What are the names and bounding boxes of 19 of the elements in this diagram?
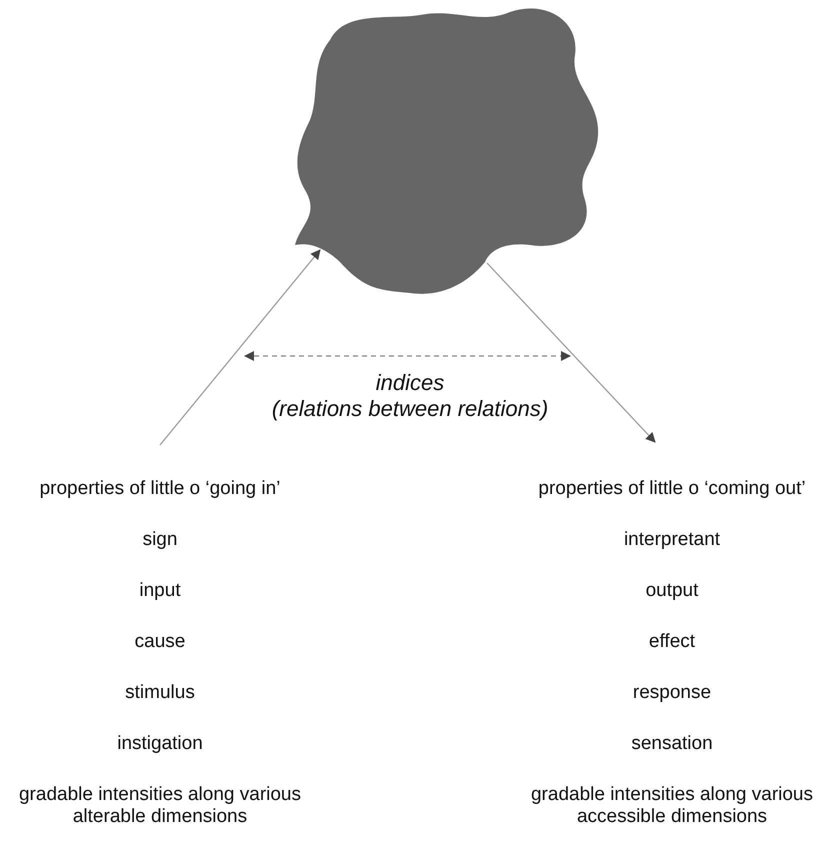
term-text: gradable intensities along various accessible dimensions [530,784,814,828]
term-text: interpretant [624,529,720,551]
column-heading: properties of little o ‘going in’ [40,478,280,500]
arrow [160,249,321,446]
term-text: sensation [631,733,713,755]
arrow [486,262,656,443]
annotation-text: indices [374,370,446,396]
term-text: cause [134,631,186,653]
term-text: gradable intensities along various alterable dimensions [18,784,302,828]
term-text: instigation [117,733,203,755]
term-text: sign [142,529,178,551]
term-text: stimulus [125,682,195,704]
term-text: response [632,682,712,704]
term-text: input [139,580,181,602]
term-text: output [646,580,698,602]
column-heading: properties of little o ‘coming out’ [538,478,806,500]
term-text: effect [648,631,696,653]
annotation-text: (relations between relations) [270,396,550,422]
cloud-shape [295,8,598,294]
